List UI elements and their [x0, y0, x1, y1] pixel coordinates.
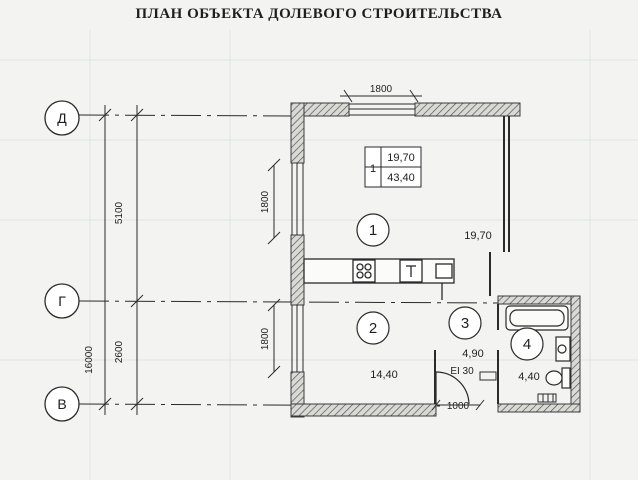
sink: [555, 336, 571, 362]
dim-window-top: 1800: [370, 84, 393, 95]
summary-total-area: 43,40: [387, 172, 415, 184]
window-top: [349, 103, 415, 116]
axis-label-v: В: [57, 396, 66, 412]
walls: [290, 102, 581, 418]
room-4: 4 4,40: [510, 327, 544, 383]
summary-apartment-number: 1: [370, 163, 376, 175]
shelf: [479, 371, 557, 403]
room-1: 1 19,70: [356, 213, 492, 247]
axis-label-g: Г: [58, 293, 66, 309]
room-3: 3 4,90: [448, 306, 484, 360]
window-left-lower: [291, 305, 304, 372]
background-grid: [0, 30, 638, 480]
room-3-area: 4,90: [462, 348, 483, 360]
dim-span-d-g: 5100: [114, 201, 125, 224]
room-2-number: 2: [369, 320, 377, 337]
top-dimension-line: [340, 89, 422, 103]
apartment-summary: 1 19,70 43,40: [364, 146, 422, 188]
toilet: [545, 367, 571, 389]
vertical-dimension-lines: [98, 105, 281, 415]
axis-label-d: Д: [57, 110, 67, 126]
dim-door: 1000: [447, 401, 470, 412]
summary-living-area: 19,70: [387, 152, 415, 164]
interior-walls: [434, 116, 510, 404]
room-1-number: 1: [369, 222, 377, 239]
kitchen-counter: [303, 258, 455, 300]
dim-window-left-upper: 1800: [260, 190, 271, 213]
room-2: 2 14,40: [356, 311, 398, 381]
axis-v: В: [44, 386, 80, 422]
room-4-area: 4,40: [518, 371, 539, 383]
door-dimension-line: [431, 399, 485, 411]
axis-g: Г: [44, 283, 80, 319]
entrance-door: [435, 371, 470, 405]
bathtub: [505, 305, 569, 331]
dim-window-left-lower: 1800: [260, 327, 271, 350]
dim-span-g-v: 2600: [114, 340, 125, 363]
room-3-number: 3: [461, 315, 469, 332]
plan-title: ПЛАН ОБЪЕКТА ДОЛЕВОГО СТРОИТЕЛЬСТВА: [135, 6, 503, 22]
axis-d: Д: [44, 100, 80, 136]
room-2-area: 14,40: [370, 369, 398, 381]
room-4-number: 4: [523, 336, 531, 353]
room-1-area: 19,70: [464, 230, 492, 242]
dim-overall: 16000: [84, 346, 95, 374]
window-left-upper: [291, 163, 304, 235]
door-fire-rating: EI 30: [450, 366, 474, 377]
